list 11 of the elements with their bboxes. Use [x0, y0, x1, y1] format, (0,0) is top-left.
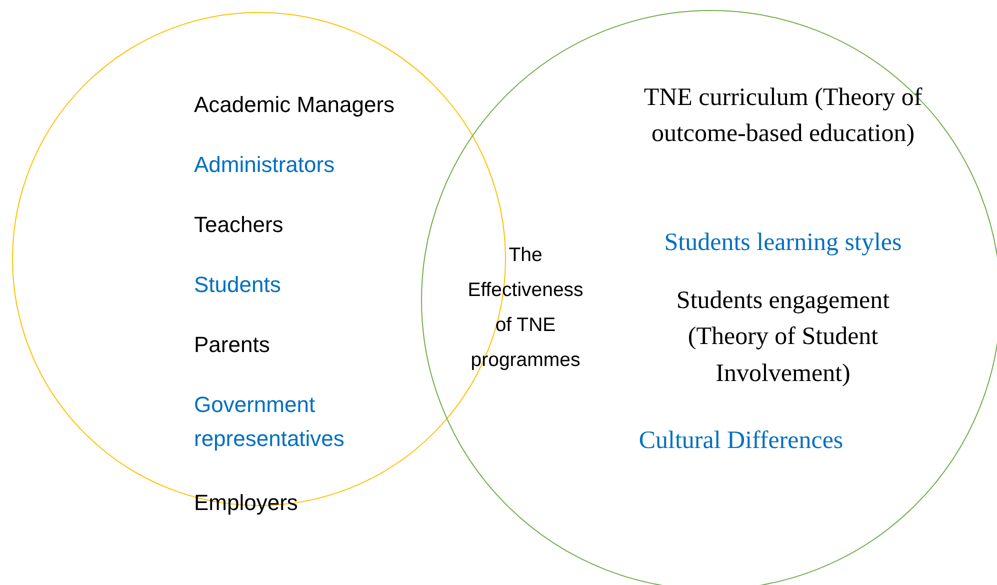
item-label: Teachers: [194, 211, 284, 239]
item-label: Students engagement (Theory of Student Involvement): [675, 286, 891, 388]
item-label: Academic Managers: [194, 91, 396, 119]
venn-circle: [421, 10, 997, 585]
item-label: Parents: [194, 331, 271, 359]
item-label: Students learning styles: [663, 228, 903, 258]
item-label: Administrators: [194, 151, 336, 179]
item-label: TNE curriculum (Theory of outcome-based education): [642, 83, 924, 150]
item-label: Government representatives: [194, 391, 346, 454]
item-label: Cultural Differences: [638, 426, 844, 456]
item-label: Students: [194, 271, 282, 299]
